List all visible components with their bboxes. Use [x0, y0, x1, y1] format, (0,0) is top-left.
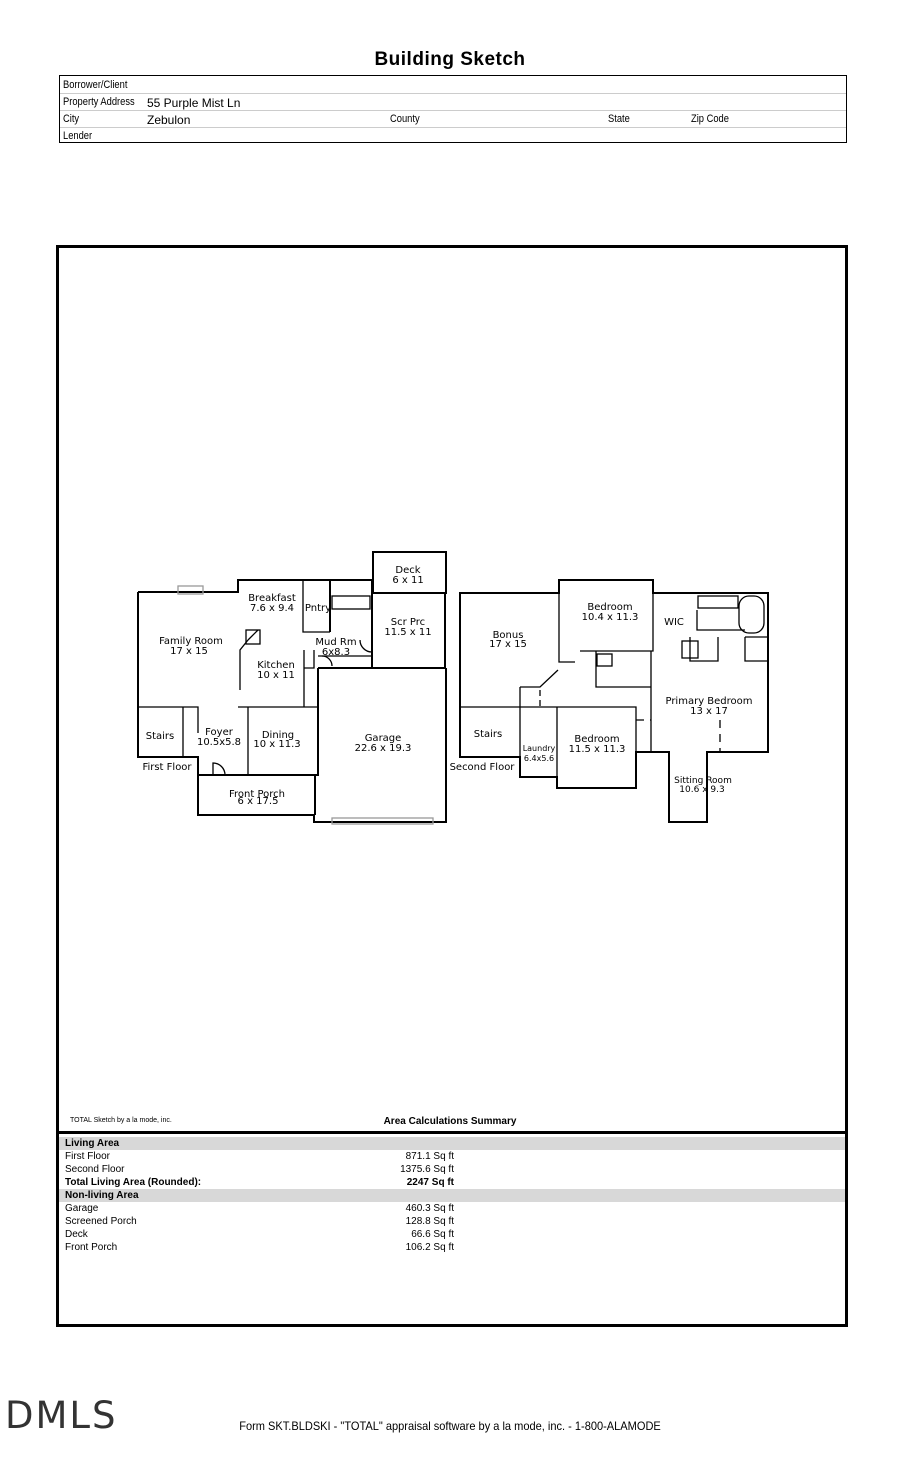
nonliving-area-header: Non-living Area — [59, 1189, 845, 1202]
lender-row: Lender — [60, 127, 846, 144]
dmls-logo: DMLS — [5, 1394, 118, 1437]
address-label: Property Address — [63, 96, 135, 108]
sketch-frame — [56, 245, 848, 1327]
total-sketch-note: TOTAL Sketch by a la mode, inc. — [70, 1117, 172, 1124]
total-living-row: Total Living Area (Rounded):2247 Sq ft — [65, 1177, 454, 1188]
address-value: 55 Purple Mist Ln — [147, 96, 241, 110]
page-title: Building Sketch — [374, 49, 526, 70]
property-info-table: Borrower/Client Property Address 55 Purp… — [59, 75, 847, 143]
city-value: Zebulon — [147, 113, 191, 127]
county-label: County — [390, 113, 420, 125]
city-row: City Zebulon County State Zip Code — [60, 110, 846, 128]
state-label: State — [608, 113, 630, 125]
living-area-header: Living Area — [59, 1137, 845, 1150]
form-footer: Form SKT.BLDSKI - "TOTAL" appraisal soft… — [239, 1419, 661, 1433]
lender-label: Lender — [63, 130, 93, 142]
address-row: Property Address 55 Purple Mist Ln — [60, 93, 846, 111]
city-label: City — [63, 113, 80, 125]
borrower-label: Borrower/Client — [63, 79, 128, 91]
borrower-row: Borrower/Client — [60, 76, 846, 94]
area-summary-title: Area Calculations Summary — [383, 1116, 517, 1127]
zip-label: Zip Code — [691, 113, 729, 125]
